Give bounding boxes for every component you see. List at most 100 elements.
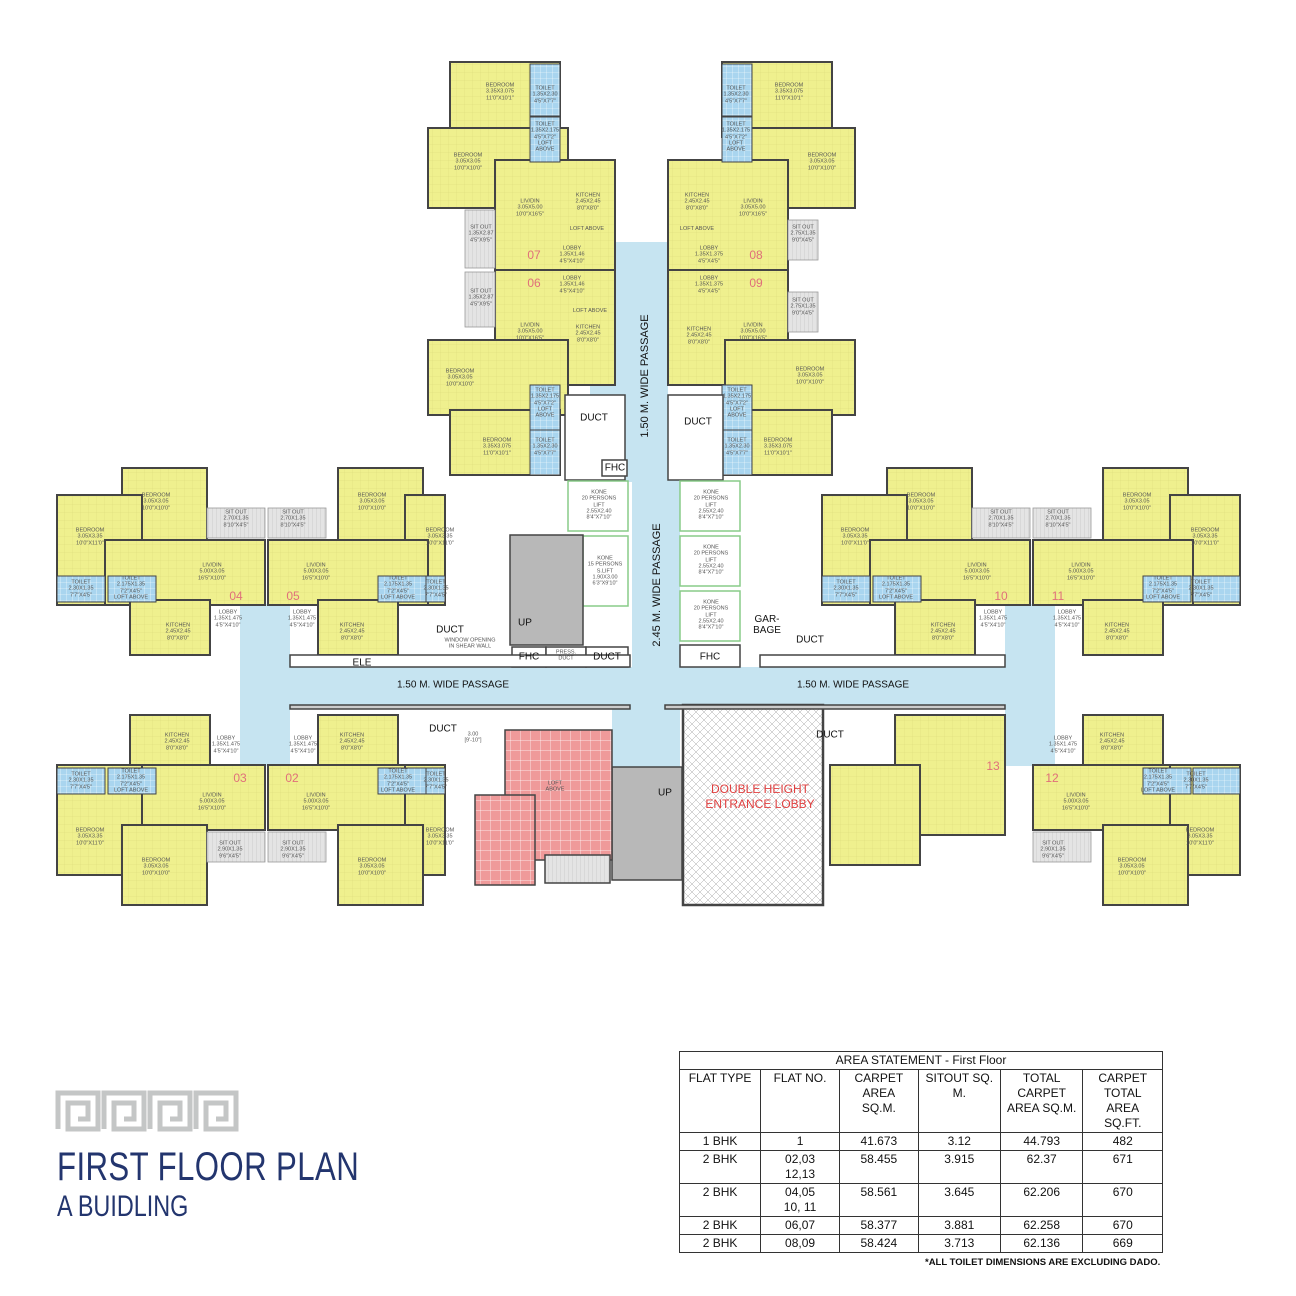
room-label: TOILET 1.35X2.30 4'5"X7'7" <box>532 85 558 105</box>
room-label: LOFT ABOVE <box>572 307 608 314</box>
table-cell: 58.424 <box>838 1234 919 1253</box>
room-label: TOILET 1.35X2.30 4'5"X7'7" <box>532 437 558 457</box>
column-header: FLAT NO. <box>760 1069 840 1133</box>
room-label: BEDROOM 3.05X3.35 10'0"X11'0" <box>1185 827 1215 847</box>
room-label: LOFT ABOVE <box>679 225 715 232</box>
room-label: KITCHEN 2.45X2.45 8'0"X8'0" <box>339 732 365 752</box>
room-label: KITCHEN 2.45X2.45 8'0"X8'0" <box>575 192 601 212</box>
column-header: CARPET TOTAL AREA SQ.FT. <box>1082 1069 1163 1133</box>
room-label: SIT OUT 2.90X1.35 9'6"X4'5" <box>217 840 243 860</box>
room-label: SIT OUT 2.90X1.35 9'6"X4'5" <box>280 840 306 860</box>
table-cell: 3.645 <box>917 1183 1001 1217</box>
room-label: BEDROOM 3.05X3.35 10'0"X11'0" <box>425 527 455 547</box>
table-cell: 08,09 <box>760 1234 840 1253</box>
fhc-label: FHC <box>699 651 721 663</box>
room-label: BEDROOM 3.05X3.05 10'0"X10'0" <box>795 366 825 386</box>
unit-number: 10 <box>994 589 1008 603</box>
table-cell: 62.206 <box>999 1183 1084 1217</box>
lift-label: KONE 20 PERSONS LIFT 2.55X2.40 8'4"X7'10… <box>581 489 617 521</box>
table-cell: 670 <box>1082 1183 1163 1217</box>
table-cell: 58.561 <box>838 1183 919 1217</box>
table-cell: 44.793 <box>999 1132 1084 1151</box>
duct-label: DUCT <box>684 416 712 428</box>
room-label: KITCHEN 2.45X2.45 8'0"X8'0" <box>1104 622 1130 642</box>
room-label: LOFT ABOVE <box>569 225 605 232</box>
table-title: AREA STATEMENT - First Floor <box>679 1051 1163 1070</box>
table-cell: 3.12 <box>917 1132 1001 1151</box>
room-label: TOILET 1.35X2.175 4'5"X7'2" LOFT ABOVE <box>530 387 560 419</box>
room-label: SIT OUT 2.70X1.35 8'10"X4'5" <box>223 509 249 529</box>
room-label: BEDROOM 3.05X3.35 10'0"X11'0" <box>1190 527 1220 547</box>
room-label: LOBBY 1.35X1.475 4'5"X4'10" <box>287 609 317 629</box>
room-label: TOILET 2.175X1.35 7'2"X4'5" LOFT ABOVE <box>1145 575 1181 601</box>
table-cell: 3.881 <box>917 1216 1001 1235</box>
table-cell: 669 <box>1082 1234 1163 1253</box>
room-label: SIT OUT 2.70X1.35 8'10"X4'5" <box>280 509 306 529</box>
room-label: BEDROOM 3.05X3.05 10'0"X10'0" <box>357 857 387 877</box>
table-cell: 671 <box>1082 1150 1163 1184</box>
duct-label: DUCT <box>593 651 621 663</box>
room-label: SIT OUT 1.35X2.87 4'5"X9'5" <box>468 288 494 308</box>
table-cell: 2 BHK <box>678 1150 762 1184</box>
unit-number: 04 <box>229 589 243 603</box>
duct-label: DUCT <box>796 634 824 646</box>
room-label: LOBBY 1.35X1.46 4'5"X4'10" <box>559 275 585 295</box>
room-label: LOBBY 1.35X1.475 4'5"X4'10" <box>1052 609 1082 629</box>
unit-number: 05 <box>286 589 300 603</box>
garbage-label: GAR- BAGE <box>753 614 781 636</box>
duct-label: DUCT <box>429 723 457 735</box>
room-label: LOBBY 1.35X1.375 4'5"X4'5" <box>694 245 724 265</box>
room-label: TOILET 2.175X1.35 7'2"X4'5" LOFT ABOVE <box>878 575 914 601</box>
room-label: BEDROOM 3.05X3.35 10'0"X11'0" <box>75 527 105 547</box>
flat-01 <box>474 729 613 886</box>
room-label: BEDROOM 3.05X3.35 10'0"X11'0" <box>425 827 455 847</box>
table-cell: 62.37 <box>999 1150 1084 1184</box>
table-cell: 2 BHK <box>678 1216 762 1235</box>
passage-label: 1.50 M. WIDE PASSAGE <box>796 679 910 691</box>
unit-number: 12 <box>1045 771 1059 785</box>
unit-number: 02 <box>285 771 299 785</box>
stair-up-label: UP <box>518 617 532 629</box>
ele-label: ELE <box>352 657 372 669</box>
room-label: LOBBY 1.35X1.475 4'5"X4'10" <box>978 609 1008 629</box>
room-label: LOBBY 1.35X1.475 4'5"X4'10" <box>211 735 241 755</box>
table-cell: 04,05 10, 11 <box>760 1183 840 1217</box>
room-label: BEDROOM 3.05X3.05 10'0"X10'0" <box>1122 492 1152 512</box>
fhc-label: FHC <box>604 462 626 474</box>
room-label: TOILET 2.30X1.35 7'7"X4'5" <box>68 579 94 599</box>
room-label: TOILET 2.175X1.35 7'2"X4'5" LOFT ABOVE <box>380 575 416 601</box>
room-label: TOILET 2.175X1.35 7'2"X4'5" LOFT ABOVE <box>1140 768 1176 794</box>
room-label: LIV/DIN 3.05X5.00 10'0"X16'5" <box>738 322 768 342</box>
table-cell: 58.455 <box>838 1150 919 1184</box>
lift-label: KONE 20 PERSONS LIFT 2.55X2.40 8'4"X7'10… <box>693 544 729 576</box>
room-label: KITCHEN 2.45X2.45 8'0"X8'0" <box>686 326 712 346</box>
room-label: TOILET 1.35X2.30 4'5"X7'7" <box>724 437 750 457</box>
fhc-label: FHC <box>518 651 540 663</box>
room-label: LIV/DIN 5.00X3.05 16'5"X10'0" <box>1061 792 1091 812</box>
room-label: BEDROOM 3.05X3.05 10'0"X10'0" <box>807 152 837 172</box>
table-cell: 482 <box>1082 1132 1163 1151</box>
window-opening-label: WINDOW OPENING IN SHEAR WALL <box>444 637 496 650</box>
room-label: BEDROOM 3.05X3.05 10'0"X10'0" <box>906 492 936 512</box>
duct-label: DUCT <box>816 729 844 741</box>
sitouts <box>206 209 1092 863</box>
room-label: KITCHEN 2.45X2.45 8'0"X8'0" <box>164 732 190 752</box>
dimension-label: 3.00 [9'-10"] <box>464 731 482 744</box>
room-label: BEDROOM 3.35X3.075 11'0"X10'1" <box>763 437 793 457</box>
table-cell: 1 <box>760 1132 840 1151</box>
lift-label: KONE 20 PERSONS LIFT 2.55X2.40 8'4"X7'10… <box>693 489 729 521</box>
room-label: BEDROOM 3.05X3.05 10'0"X10'0" <box>453 152 483 172</box>
table-cell: 41.673 <box>838 1132 919 1151</box>
unit-number: 08 <box>749 248 763 262</box>
greek-key-logo <box>55 1090 240 1137</box>
room-label: TOILET 2.30X1.35 7'7"X4'5" <box>423 579 449 599</box>
room-label: LIV/DIN 5.00X3.05 16'5"X10'0" <box>197 792 227 812</box>
room-label: LOBBY 1.35X1.475 4'5"X4'10" <box>1048 735 1078 755</box>
table-cell: 06,07 <box>760 1216 840 1235</box>
room-label: TOILET 2.30X1.35 7'7"X4'5" <box>1183 771 1209 791</box>
